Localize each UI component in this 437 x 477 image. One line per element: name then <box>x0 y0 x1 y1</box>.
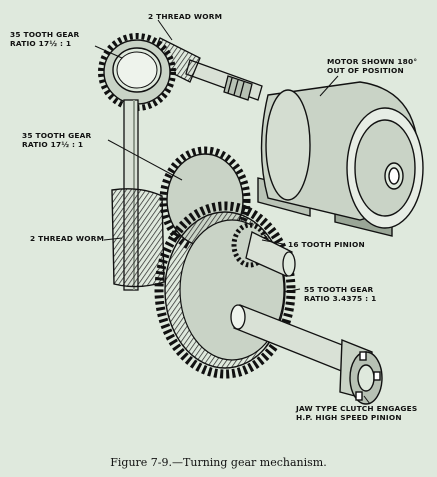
label-pinion-text: 16 TOOTH PINION <box>288 240 365 249</box>
label-motor-line2: OUT OF POSITION <box>327 66 404 75</box>
figure-caption: Figure 7-9.—Turning gear mechanism. <box>110 456 327 469</box>
label-jaw-clutch-line2: H.P. HIGH SPEED PINION <box>296 413 402 422</box>
middle-worm <box>111 188 165 288</box>
label-middle-gear-line1: 35 TOOTH GEAR <box>22 131 92 140</box>
label-middle-worm-text: 2 THREAD WORM <box>30 234 105 243</box>
label-middle-gear: 35 TOOTH GEAR RATIO 17½ : 1 <box>22 131 91 149</box>
label-motor: MOTOR SHOWN 180° OUT OF POSITION <box>327 57 417 75</box>
label-pinion: 16 TOOTH PINION <box>288 240 365 249</box>
label-large-gear-line2: RATIO 3.4375 : 1 <box>304 294 377 303</box>
label-top-worm-text: 2 THREAD WORM <box>148 12 223 21</box>
label-jaw-clutch: JAW TYPE CLUTCH ENGAGES H.P. HIGH SPEED … <box>296 404 417 422</box>
jaw-clutch <box>339 338 383 405</box>
leader-lines <box>94 19 371 405</box>
label-large-gear: 55 TOOTH GEAR RATIO 3.4375 : 1 <box>304 285 376 303</box>
label-motor-line1: MOTOR SHOWN 180° <box>327 57 418 66</box>
motor-shaft <box>185 59 263 101</box>
label-top-gear-line1: 35 TOOTH GEAR <box>10 30 80 39</box>
label-jaw-clutch-line1: JAW TYPE CLUTCH ENGAGES <box>296 404 418 413</box>
label-large-gear-line1: 55 TOOTH GEAR <box>304 285 374 294</box>
pinion <box>231 222 296 277</box>
label-top-gear: 35 TOOTH GEAR RATIO 17½ : 1 <box>10 30 79 48</box>
motor <box>257 81 424 237</box>
label-top-gear-line2: RATIO 17½ : 1 <box>10 39 72 48</box>
label-middle-gear-line2: RATIO 17½ : 1 <box>22 140 84 149</box>
label-middle-worm: 2 THREAD WORM <box>30 234 104 243</box>
label-top-worm: 2 THREAD WORM <box>148 12 222 21</box>
